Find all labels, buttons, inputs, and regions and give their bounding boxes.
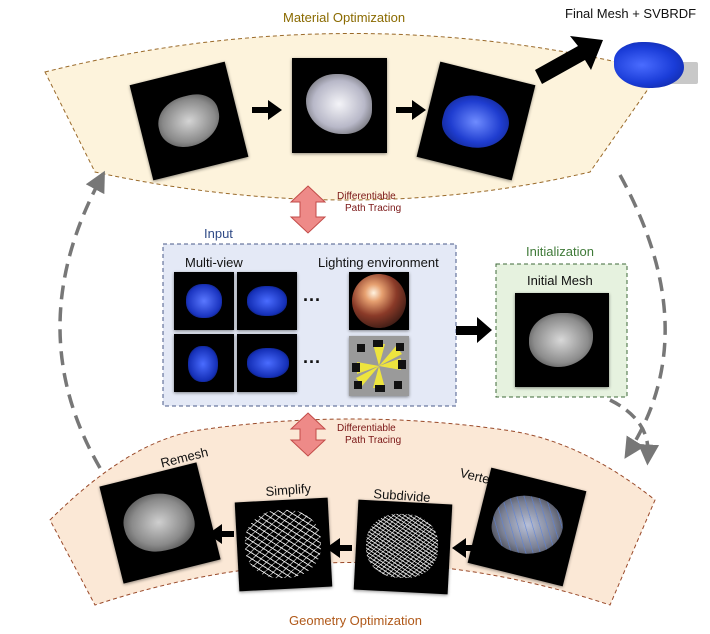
mat-arrow-1 [252, 100, 282, 120]
geo-arrow-1 [452, 538, 478, 558]
loop-arrow-left [58, 170, 105, 469]
dpt-bottom-line1: Differentiable [337, 423, 396, 434]
dpt-arrow-top [289, 185, 327, 234]
multiview-image-2 [237, 272, 297, 330]
point-light-array-image [349, 336, 409, 396]
multiview-ellipsis-bottom: ... [303, 347, 322, 367]
geo-step-simplify-label: Simplify [265, 480, 312, 499]
dpt-top-line1: Differentiable [337, 191, 396, 202]
point-light-array-graphic [352, 340, 406, 392]
multiview-image-3 [174, 334, 234, 392]
geo-step-simplify-image [234, 497, 333, 592]
geometry-optimization-title: Geometry Optimization [289, 613, 422, 628]
dpt-label-top: Differentiable Path Tracing [337, 191, 401, 215]
final-mesh-label: Final Mesh + SVBRDF [565, 6, 697, 21]
init-to-geometry-arrow [609, 398, 660, 466]
input-to-init-arrow [456, 317, 492, 343]
initial-mesh-label: Initial Mesh [527, 273, 593, 288]
initial-mesh-image [515, 293, 609, 387]
dpt-arrow-bottom [289, 412, 327, 457]
mat-arrow-2 [396, 100, 426, 120]
multiview-image-4 [237, 334, 297, 392]
initialization-title: Initialization [526, 244, 594, 259]
geo-step-subdivide-image [353, 499, 453, 595]
lighting-environment-label: Lighting environment [318, 255, 439, 270]
dpt-label-bottom: Differentiable Path Tracing [337, 423, 401, 447]
final-mesh-thumbnail [606, 34, 698, 96]
multiview-label: Multi-view [185, 255, 243, 270]
loop-arrow-right [618, 174, 667, 459]
multiview-image-1 [174, 272, 234, 330]
final-arrow [535, 36, 603, 84]
geo-arrow-2 [326, 538, 352, 558]
environment-map-image [349, 272, 409, 330]
multiview-ellipsis-top: ... [303, 285, 322, 305]
material-optimization-title: Material Optimization [283, 10, 406, 25]
dpt-top-line2: Path Tracing [345, 203, 402, 214]
dpt-bottom-line2: Path Tracing [345, 435, 402, 446]
material-thumb-intermediate [292, 58, 387, 153]
input-title: Input [204, 226, 233, 241]
geo-arrow-3 [208, 524, 234, 544]
